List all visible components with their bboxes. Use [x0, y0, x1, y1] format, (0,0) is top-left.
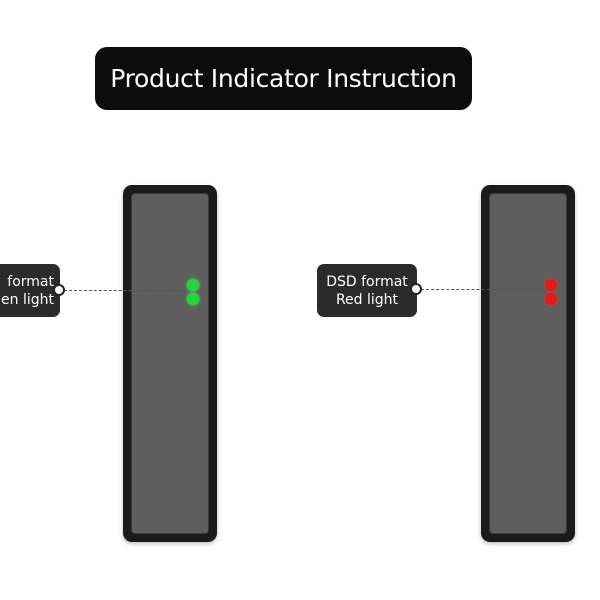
connector-node-left [53, 284, 65, 296]
red-led-bottom [545, 293, 557, 305]
device-left [123, 185, 217, 542]
device-face [131, 193, 209, 534]
connector-line-left [64, 290, 186, 291]
indicator-label-line2: Red light [335, 291, 399, 308]
red-led-top [545, 279, 557, 291]
indicator-label-right: DSD format Red light [317, 264, 417, 317]
page-title: Product Indicator Instruction [95, 47, 472, 110]
indicator-label-left: format en light [0, 264, 60, 317]
connector-node-right [410, 283, 422, 295]
indicator-label-line1: format [7, 273, 54, 290]
green-led-top [187, 279, 199, 291]
device-face [489, 193, 567, 534]
indicator-label-line1: DSD format [326, 273, 408, 290]
green-led-bottom [187, 293, 199, 305]
device-right [481, 185, 575, 542]
connector-line-right [421, 289, 545, 290]
indicator-label-line2: en light [1, 291, 54, 308]
